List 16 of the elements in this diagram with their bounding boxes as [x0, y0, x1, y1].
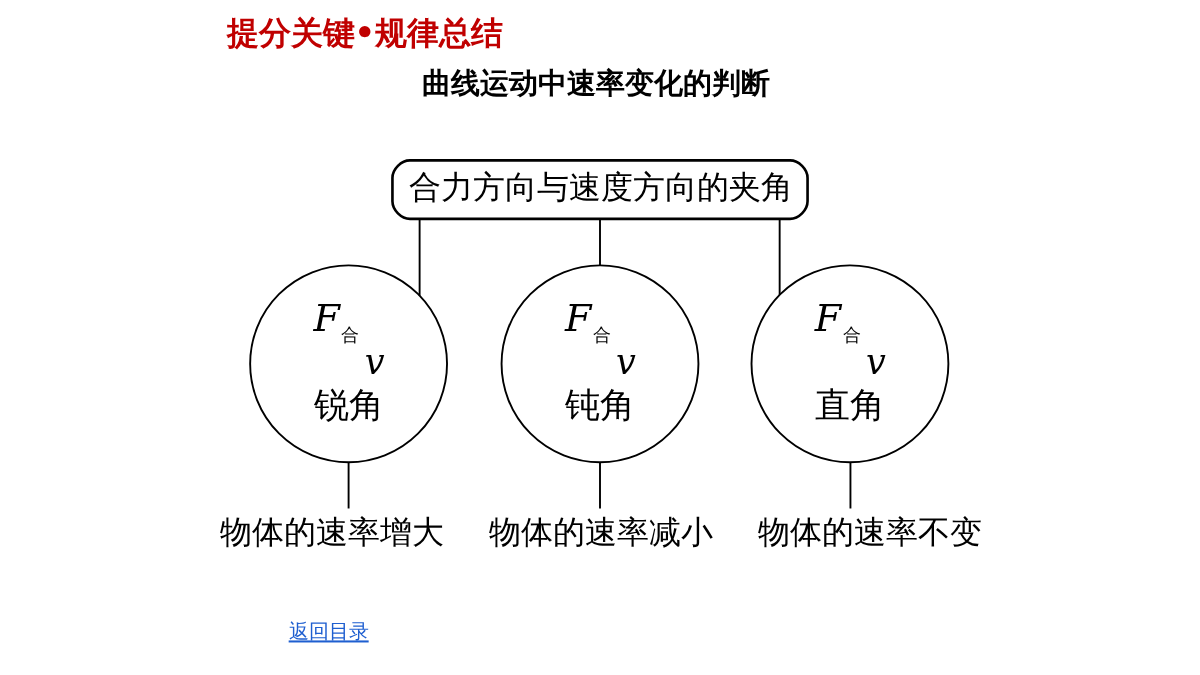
node-circle: F$_{合}$ v 钝角 [500, 264, 700, 464]
node-text: 物体的速率不变 [757, 513, 982, 552]
node-circle: F$_{合}$ v 锐角 [249, 264, 448, 464]
label: 曲线运动中速率变化的判断 [421, 66, 770, 101]
connector [418, 218, 421, 297]
node-box: 合力方向与速度方向的夹角 [391, 159, 809, 221]
connector [849, 461, 852, 510]
connector [599, 218, 601, 267]
node-text: 物体的速率减小 [488, 513, 713, 552]
connector [778, 218, 781, 296]
label: 返回目录 [288, 619, 369, 644]
connector [599, 461, 601, 510]
node-text: 物体的速率增大 [219, 513, 444, 552]
diagram-title: 提分关键•规律总结 [226, 14, 504, 53]
connector [347, 461, 350, 510]
node-circle: F$_{合}$ v 直角 [750, 264, 950, 464]
